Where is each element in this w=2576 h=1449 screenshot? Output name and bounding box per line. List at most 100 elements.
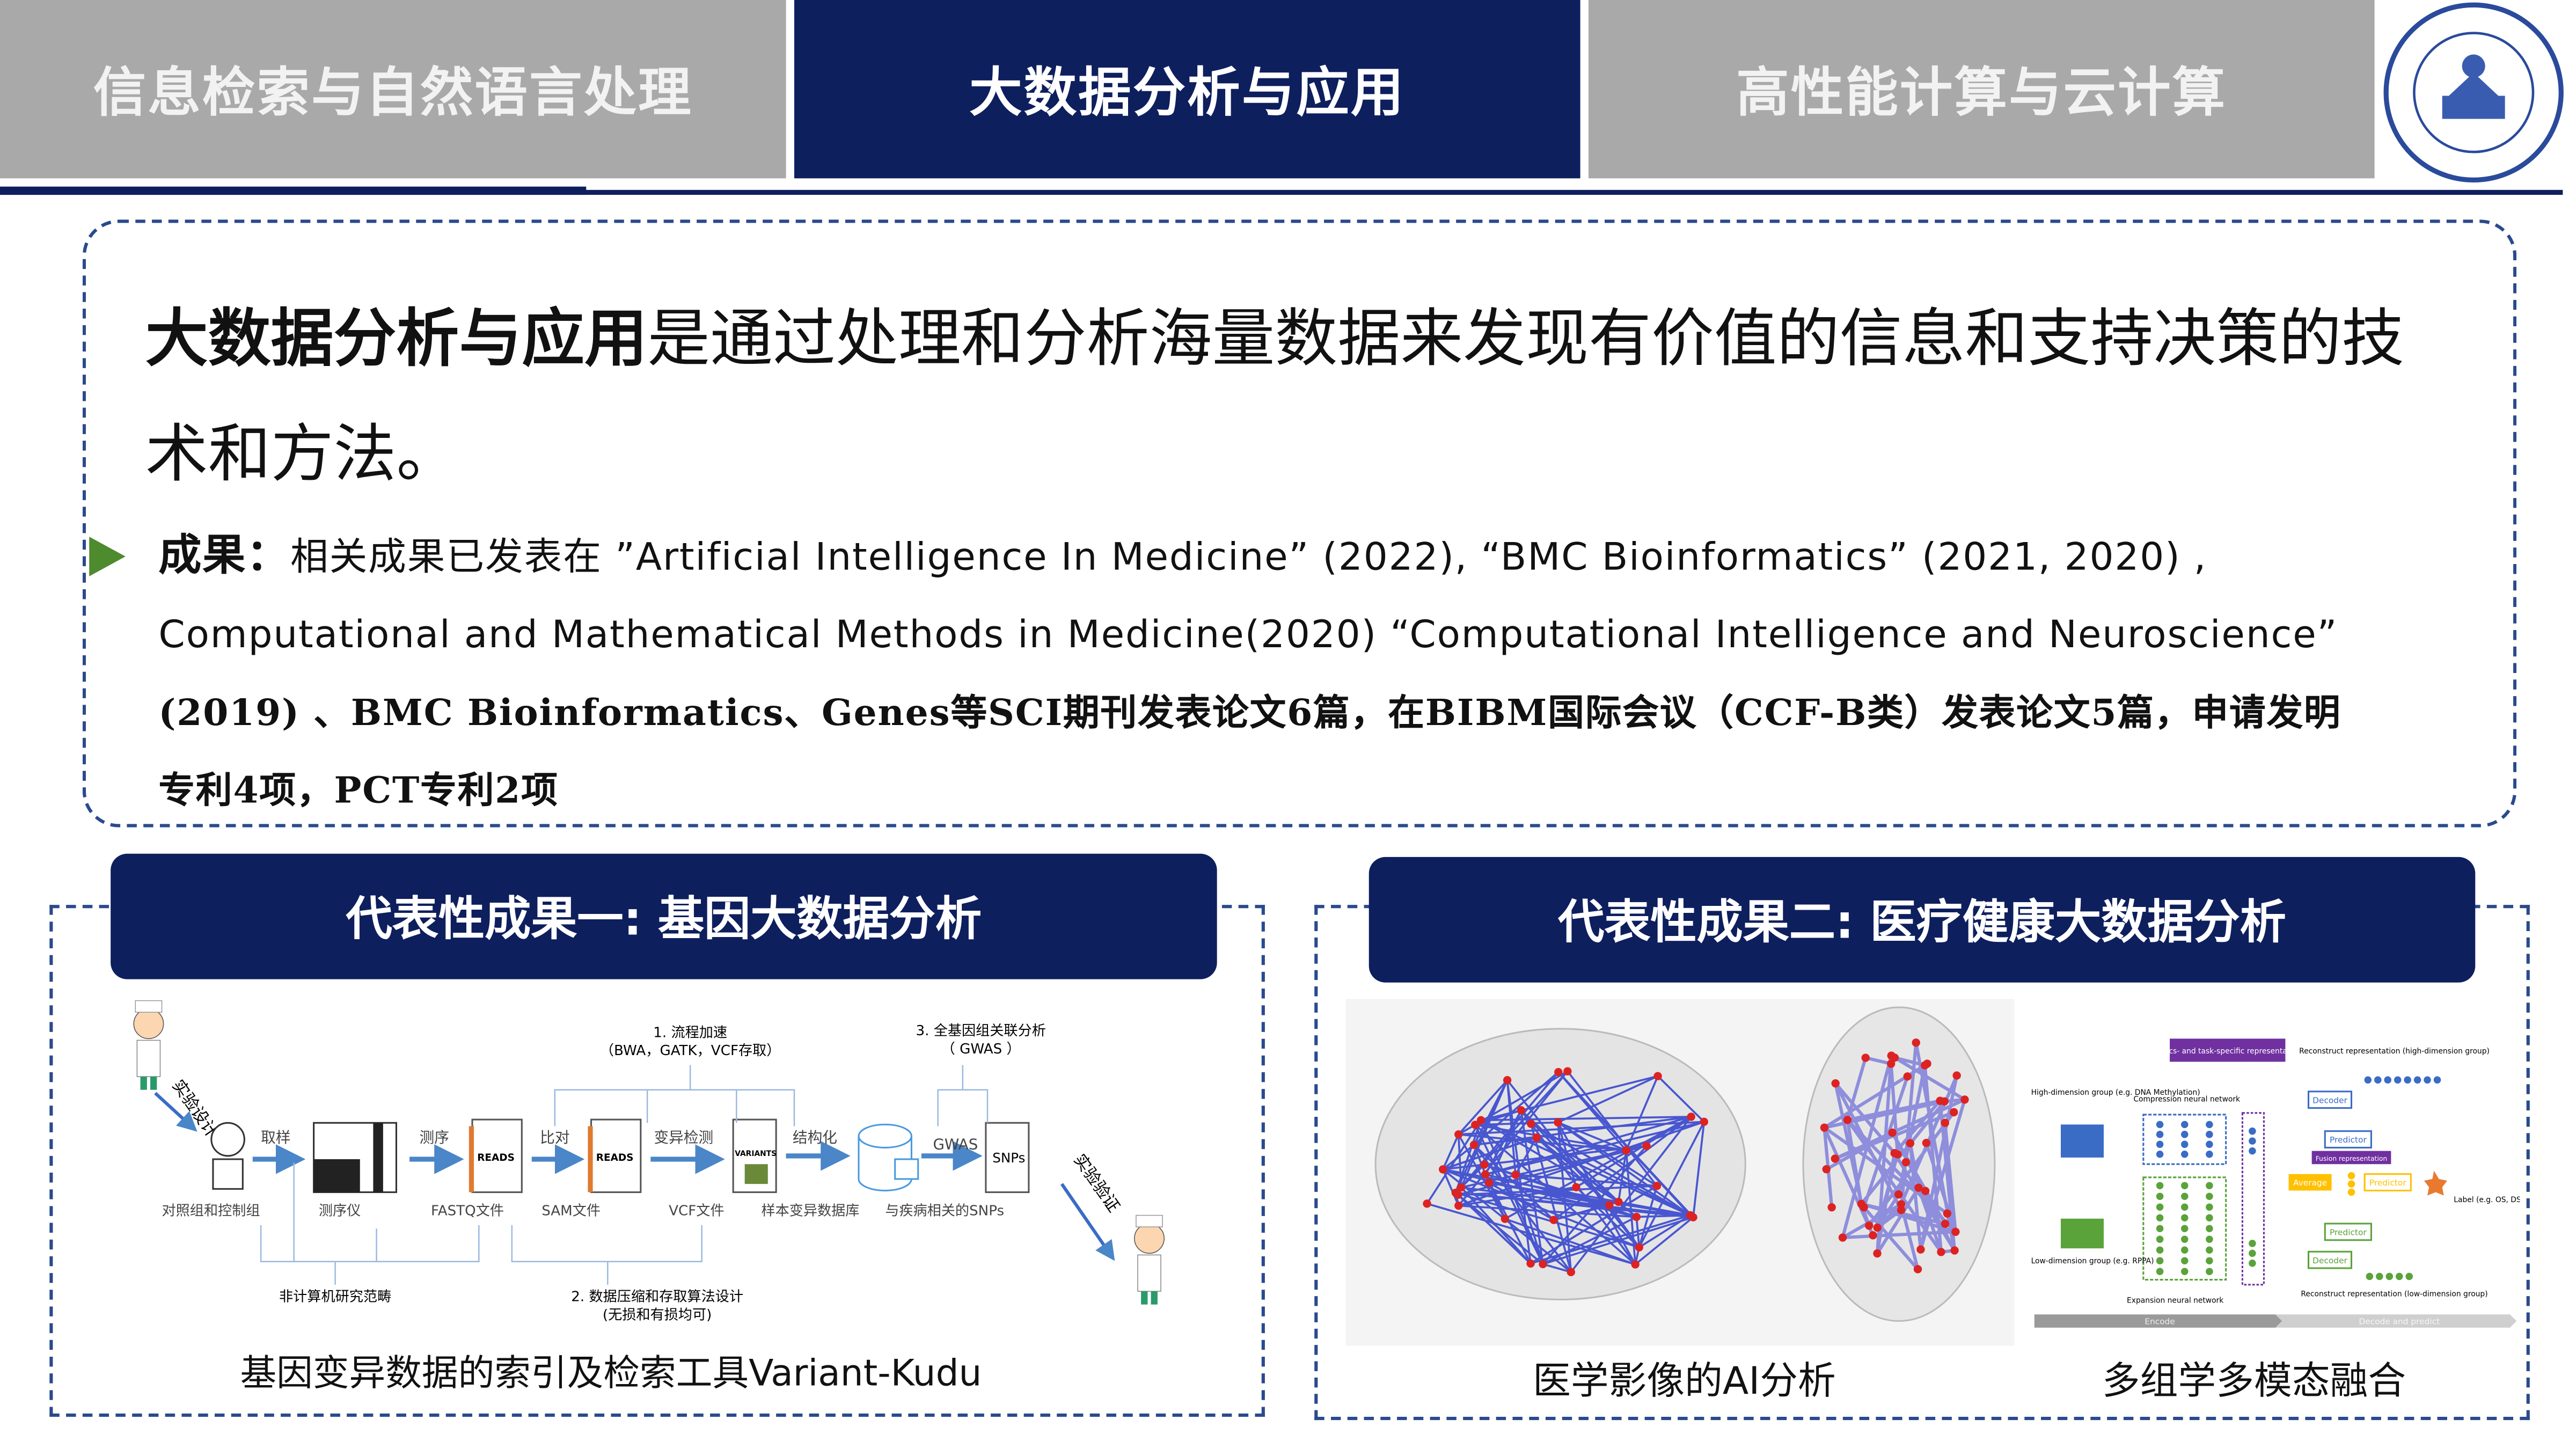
neuron-dot — [2347, 1172, 2355, 1180]
neuron-dot — [2206, 1246, 2213, 1254]
neuron-dot — [2206, 1150, 2213, 1158]
medical-imaging-caption: 医学影像的AI分析 — [1533, 1360, 1836, 1404]
connection-edge — [1442, 1144, 1475, 1170]
brain-node — [1517, 1106, 1526, 1115]
intro-bold: 大数据分析与应用 — [145, 302, 648, 375]
connection-edge — [1945, 1213, 1957, 1251]
database-icon — [858, 1123, 919, 1191]
header-divider-accent — [0, 186, 587, 195]
brain-node — [1873, 1249, 1882, 1258]
neuron-dot — [2156, 1140, 2164, 1148]
brain-node — [1469, 1140, 1479, 1150]
node-label: 对照组和控制组 — [162, 1203, 260, 1219]
brain-node — [1539, 1260, 1547, 1269]
brain-node — [1635, 1243, 1643, 1252]
snps-file-icon: SNPs — [985, 1122, 1030, 1194]
brain-node — [1687, 1113, 1695, 1121]
achievements-line: 专利4项，PCT专利2项 — [158, 769, 559, 813]
omics-label: Omics- and task-specific representation — [2154, 1047, 2301, 1056]
neuron-dot — [2156, 1182, 2164, 1189]
brain-node — [1941, 1118, 1950, 1127]
neuron-dot — [2156, 1268, 2164, 1275]
annotation-top1: 1. 流程加速 — [653, 1024, 727, 1041]
annotation-bottom2: 2. 数据压缩和存取算法设计 — [571, 1289, 743, 1305]
neuron-dot — [2156, 1235, 2164, 1243]
brain-node — [1631, 1260, 1640, 1269]
connection-edge — [1458, 1079, 1508, 1136]
fusion-label: Fusion representation — [2316, 1155, 2387, 1162]
connection-edge — [1520, 1110, 1544, 1264]
neuron-dot — [2424, 1076, 2431, 1084]
brain-node — [1526, 1259, 1535, 1268]
brain-node — [1873, 1223, 1882, 1232]
neuron-dot — [2180, 1192, 2189, 1200]
node-label: SAM文件 — [541, 1203, 601, 1219]
step-label: 变异检测 — [654, 1129, 713, 1146]
brain-node — [1897, 1200, 1906, 1209]
brain-node — [1888, 1128, 1897, 1137]
neuron-dot — [2206, 1214, 2213, 1221]
bullet-triangle-icon — [89, 536, 126, 576]
intro-rest: 是通过处理和分析海量数据来发现有价值的信息和支持决策的技术和方法。 — [145, 302, 2405, 491]
neuron-dot — [2374, 1076, 2382, 1084]
connection-edge — [1475, 1124, 1627, 1152]
neuron-dot — [2206, 1192, 2213, 1200]
tab-big-data[interactable]: 大数据分析与应用 — [794, 0, 1580, 179]
brain-node — [1554, 1118, 1562, 1127]
brain-node — [1454, 1201, 1463, 1210]
connection-edge — [1943, 1122, 1957, 1232]
brain-node — [1642, 1141, 1651, 1150]
brain-node — [1454, 1190, 1462, 1199]
neuron-dot — [2156, 1203, 2164, 1211]
brain-node — [1937, 1248, 1945, 1256]
step-label: GWAS — [933, 1136, 978, 1153]
brain-node — [1906, 1139, 1915, 1148]
brain-node — [1457, 1183, 1466, 1192]
connection-edge — [1897, 1065, 1927, 1195]
neuron-dot — [2156, 1192, 2164, 1200]
decode-label: Decode and predict — [2359, 1317, 2440, 1327]
connection-edge — [1460, 1079, 1509, 1188]
connection-edge — [1847, 1099, 1941, 1122]
connection-edge — [1457, 1194, 1532, 1264]
brain-node — [1887, 1059, 1896, 1068]
connection-edge — [1454, 1119, 1482, 1194]
connection-edge — [1542, 1263, 1571, 1274]
brain-node — [1471, 1121, 1480, 1129]
brain-node — [1481, 1170, 1490, 1179]
tab-information-retrieval[interactable]: 信息检索与自然语言处理 — [0, 0, 786, 179]
annotation-top3b: （ GWAS ） — [941, 1041, 1021, 1057]
neuron-dot — [2376, 1272, 2383, 1280]
neuron-dot — [2156, 1246, 2164, 1254]
connection-edge — [1692, 1122, 1706, 1218]
brain-node — [1916, 1245, 1925, 1254]
person-icon — [210, 1122, 245, 1190]
connection-edge — [1485, 1121, 1704, 1176]
tab-hpc-cloud[interactable]: 高性能计算与云计算 — [1588, 0, 2375, 179]
gene-pipeline-diagram: 实验设计 READS READS VARIANTS SNPs 取样 测序 比对 … — [133, 1000, 1165, 1323]
connection-edge — [1824, 1100, 1945, 1130]
university-logo — [2383, 2, 2564, 182]
brain-node — [1652, 1182, 1662, 1190]
brain-node — [1943, 1209, 1952, 1218]
doctor-icon — [1134, 1214, 1165, 1305]
connection-edge — [1514, 1174, 1544, 1265]
connection-edge — [1442, 1134, 1460, 1170]
svg-text:READS: READS — [477, 1152, 515, 1163]
node-label: VCF文件 — [669, 1203, 724, 1219]
neuron-dot — [2180, 1257, 2189, 1264]
neuron-dot — [2180, 1235, 2189, 1243]
achievements-line: (2019) 、BMC Bioinformatics、Genes等SCI期刊发表… — [158, 692, 2341, 735]
neuron-dot — [2404, 1076, 2411, 1084]
annotation-top3: 3. 全基因组关联分析 — [916, 1023, 1045, 1039]
intro-text: 大数据分析与应用是通过处理和分析海量数据来发现有价值的信息和支持决策的技术和方法… — [145, 281, 2457, 512]
connection-edge — [1520, 1109, 1620, 1203]
connection-edge — [1846, 1119, 1943, 1253]
neuron-dot — [2206, 1235, 2213, 1243]
brain-node — [1960, 1095, 1969, 1104]
brain-node — [1653, 1072, 1662, 1080]
node-label: 与疾病相关的SNPs — [885, 1203, 1004, 1219]
neuron-dot — [2180, 1203, 2189, 1211]
brain-node — [1554, 1067, 1563, 1077]
neuron-dot — [2180, 1121, 2189, 1129]
